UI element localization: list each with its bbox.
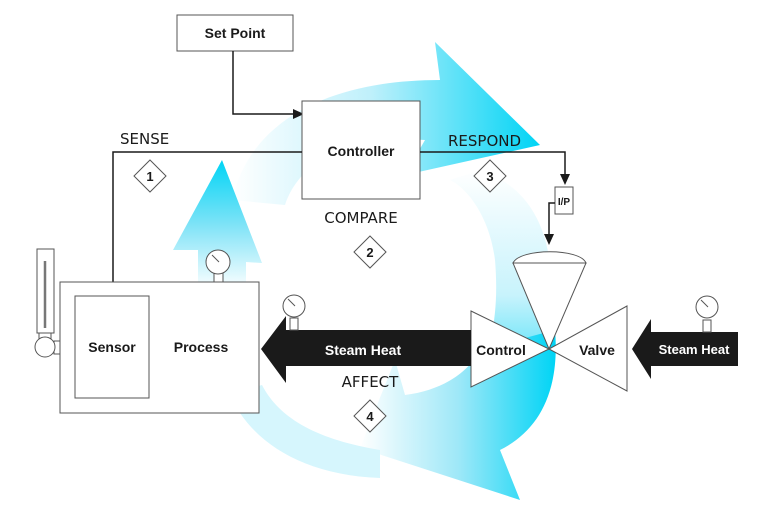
sensor-block[interactable]: Sensor: [74, 295, 150, 399]
valve-stem-cone: [512, 262, 587, 351]
pressure-gauge-icon: [695, 295, 719, 333]
set-point-signal-line: [232, 51, 296, 115]
valve-actuator: [512, 251, 587, 264]
controller-block[interactable]: Controller: [301, 100, 421, 200]
cycle-arrow-bottom-left: [230, 385, 380, 478]
step-number: 4: [366, 409, 374, 424]
step-number: 3: [486, 169, 493, 184]
valve-label-valve: Valve: [579, 342, 615, 358]
step-label: RESPOND: [448, 132, 521, 150]
step-diamond: [133, 159, 167, 193]
ip-signal-line: [548, 202, 555, 236]
step-diamond: [353, 399, 387, 433]
level-gauge-icon: [34, 248, 61, 358]
valve-body-right: [547, 305, 628, 392]
step-diamond: [353, 235, 387, 269]
step-label: SENSE: [120, 130, 169, 148]
ip-converter-block[interactable]: I/P: [554, 186, 574, 215]
step-number: 2: [366, 245, 373, 260]
sense-signal-line: [112, 151, 302, 296]
process-label: Process: [174, 339, 229, 355]
set-point-block[interactable]: Set Point: [176, 14, 294, 52]
sensor-label: Sensor: [88, 339, 136, 355]
step-respond: RESPOND 3: [448, 132, 521, 193]
pressure-gauge-icon: [205, 249, 231, 283]
step-diamond: [473, 159, 507, 193]
steam-inlet-label: Steam Heat: [659, 342, 730, 357]
step-number: 1: [146, 169, 153, 184]
steam-outlet-pipe[interactable]: Steam Heat: [261, 316, 471, 383]
arrowhead-icon: [293, 109, 304, 119]
step-label: AFFECT: [342, 373, 399, 391]
steam-outlet-label: Steam Heat: [325, 342, 402, 358]
steam-inlet-pipe[interactable]: Steam Heat: [632, 319, 738, 379]
cycle-arrow-bottom: [360, 330, 556, 500]
set-point-label: Set Point: [205, 25, 266, 41]
arrowhead-icon: [560, 174, 570, 185]
ip-converter-label: I/P: [558, 197, 571, 208]
valve-label-control: Control: [476, 342, 526, 358]
cycle-arrow-left: [173, 160, 262, 290]
pressure-gauge-icon: [282, 294, 306, 331]
controller-label: Controller: [328, 143, 395, 159]
step-label: COMPARE: [324, 209, 397, 227]
respond-signal-line: [420, 151, 566, 176]
step-affect: AFFECT 4: [342, 373, 399, 433]
step-sense: SENSE 1: [120, 130, 169, 193]
arrowhead-icon: [544, 234, 554, 245]
step-compare: COMPARE 2: [324, 209, 398, 269]
control-valve[interactable]: Control Valve: [470, 251, 628, 392]
